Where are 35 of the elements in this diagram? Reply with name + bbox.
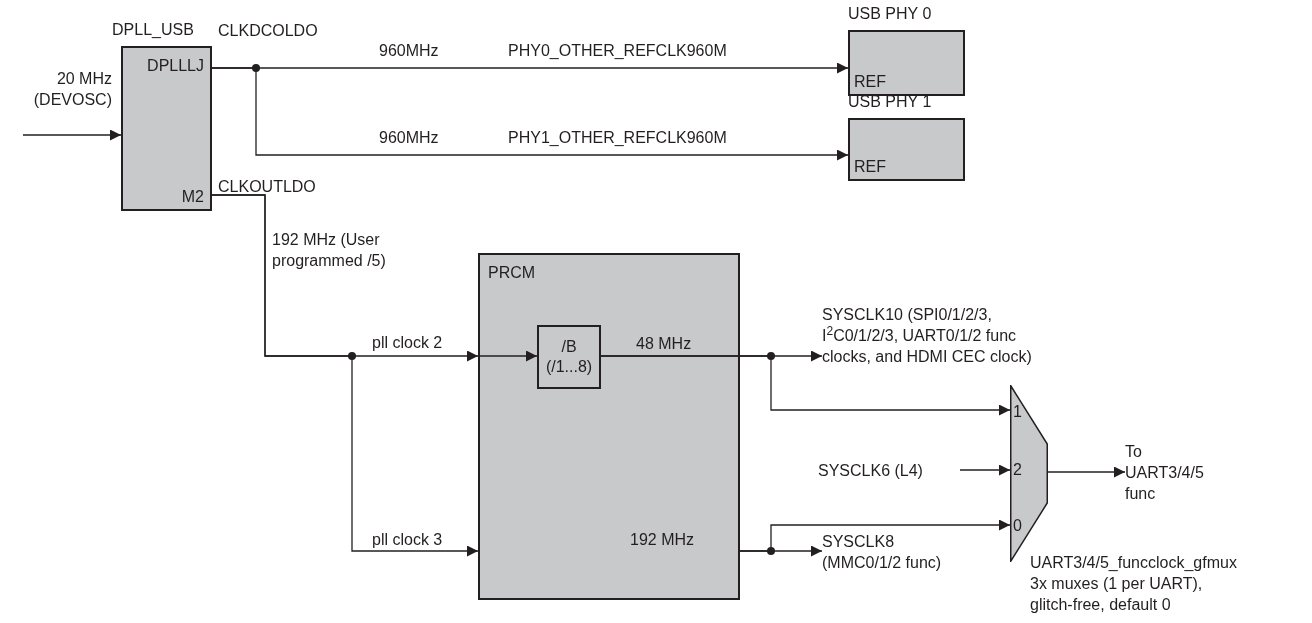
signal-label: SYSCLK10 (SPI0/1/2/3, I$^{2}$C0/1/2/3, UART0/1/2 func clocks, and HDMI CEC clock) <box>822 302 1067 368</box>
block-label: M2 <box>181 187 204 207</box>
edge-label: pll clock 2 <box>372 333 443 353</box>
signal-label: SYSCLK8 (MMC0/1/2 func) <box>822 530 957 574</box>
block-heading: USB PHY 0 <box>848 4 932 24</box>
arrow <box>600 355 1011 416</box>
arrow <box>1047 466 1126 478</box>
edge-label: 960MHz <box>379 41 439 61</box>
signal-label: To UART3/4/5 func <box>1125 439 1215 505</box>
signal-name: CLKOUTLDO <box>218 177 316 197</box>
block-label: REF <box>854 157 886 177</box>
arrow <box>211 67 849 161</box>
arrow <box>959 464 1011 476</box>
signal-name: 192 MHz (User programmed /5) <box>272 230 387 271</box>
mux-input-number: 0 <box>1013 516 1022 536</box>
edge-label: 192 MHz <box>630 530 695 550</box>
block-label: REF <box>854 72 886 92</box>
edge-label: 960MHz <box>379 128 439 148</box>
arrow <box>22 129 122 141</box>
arrow <box>477 350 538 362</box>
mux-input-number: 2 <box>1013 460 1022 480</box>
arrow <box>739 519 1011 552</box>
signal-label: SYSCLK6 (L4) <box>818 459 960 481</box>
block-label: DPLLLJ <box>147 56 204 76</box>
signal-name: PHY1_OTHER_REFCLK960M <box>508 128 727 148</box>
edge-label: 20 MHz (DEVOSC) <box>32 69 112 110</box>
block-heading: DPLL_USB <box>112 20 194 40</box>
mux-description: UART3/4/5_funcclock_gfmux 3x muxes (1 per UART), glitch-free, default 0 <box>1030 553 1238 615</box>
block-label: PRCM <box>488 263 536 283</box>
arrow <box>211 194 479 557</box>
edge-label: pll clock 3 <box>372 530 443 550</box>
mux-input-number: 1 <box>1013 402 1022 422</box>
signal-name: PHY0_OTHER_REFCLK960M <box>508 41 727 61</box>
edge-label: 48 MHz <box>636 334 692 354</box>
signal-name: CLKDCOLDO <box>218 21 318 41</box>
